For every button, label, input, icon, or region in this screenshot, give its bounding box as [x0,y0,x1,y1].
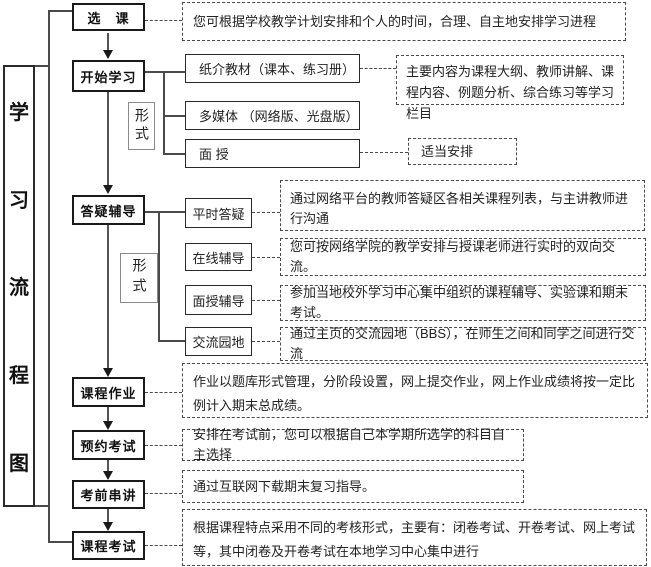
box-print-material: 纸介教材（课本、练习册） [185,54,360,83]
arrow-down-icon [103,421,113,430]
connector-qa-to-daily [145,211,185,213]
desc-text: 您可按网络学院的教学安排与授课老师进行实时的双向交流。 [290,239,616,274]
dashed-connector [145,392,182,393]
box-label: 平时答疑 [192,206,245,222]
desc-text: 适当安排 [421,143,474,159]
box-label: 纸介教材（课本、练习册） [199,62,356,77]
branch-forum [158,340,185,342]
desc-text: 作业以题库形式管理，分阶段设置，网上提交作业，网上作业成绩将按一定比例计入期末总… [193,374,636,413]
arrow-line [107,92,109,186]
title-top-connector [35,65,48,67]
box-face-tutoring: 面授辅导 [185,285,252,315]
step-label: 课程作业 [80,385,137,401]
format-label-box-study: 形式 [128,102,155,150]
step-label: 预约考试 [80,438,137,454]
arrow-line [107,460,109,472]
box-label: 面 授 [199,147,229,162]
arrow-down-icon [103,522,113,531]
diagram-title-vertical: 学 习 流 程 图 [3,65,35,507]
dashed-connector [360,68,396,69]
dashed-connector [145,493,182,494]
box-label: 多媒体 （网络版、光盘版） [199,109,359,124]
dashed-connector [252,212,280,213]
box-label: 面授辅导 [192,293,245,309]
desc-text: 根据课程特点采用不同的考核形式，主要有：闭卷考试、开卷考试、网上考试等，其中闭卷… [193,520,636,559]
dashed-connector [360,152,408,153]
format-label-vertical: 形式 [131,258,148,298]
step-label: 考前串讲 [80,488,137,503]
branch-face [163,153,185,155]
step-label: 课程考试 [80,539,137,554]
step-select-course: 选 课 [72,3,145,31]
desc-text: 参加当地校外学习中心集中组织的课程辅导、实验课和期末考试。 [290,285,629,320]
desc-text: 通过互联网下载期末复习指导。 [193,478,376,494]
desc-exchange-forum: 通过主页的交流园地（BBS），在师生之间和同学之间进行交流 [280,326,646,361]
arrow-down-icon [103,50,113,59]
box-exchange-forum: 交流园地 [185,327,252,356]
tutor-format-bus [158,211,160,341]
format-label-box-tutor: 形式 [120,253,158,303]
study-format-bus [163,71,165,154]
box-multimedia: 多媒体 （网络版、光盘版） [185,101,360,130]
format-label-vertical: 形式 [134,108,150,144]
arrow-line [107,407,109,422]
desc-pre-exam-review: 通过互联网下载期末复习指导。 [182,470,524,503]
title-bottom-connector [35,505,48,507]
desc-select-course: 您可根据学校教学计划安排和个人的时间，合理、自主地安排学习进程 [182,2,626,41]
step-course-exam: 课程考试 [72,531,145,560]
step-start-learning: 开始学习 [72,60,145,92]
step-course-homework: 课程作业 [72,377,145,407]
dashed-connector [145,545,182,546]
arrow-line [107,509,109,523]
arrow-line [107,33,109,51]
step-label: 开始学习 [80,69,137,85]
arrow-down-icon [103,471,113,480]
title-char: 程 [9,363,29,388]
desc-book-exam: 安排在考试前，您可以根据自己本学期所选学的科目自主选择 [182,427,524,462]
desc-text: 安排在考试前，您可以根据自己本学期所选学的科目自主选择 [193,427,506,462]
trunk-bottom-connector [48,541,72,543]
connector-start-to-print [145,71,185,73]
dashed-connector [145,445,182,446]
title-char: 流 [9,275,29,300]
desc-daily-qa: 通过网络平台的教师答疑区各相关课程列表，与主讲教师进行沟通 [280,180,645,231]
dashed-connector [252,341,280,342]
title-char: 习 [9,187,29,212]
box-daily-qa: 平时答疑 [185,198,252,228]
desc-online-tutoring: 您可按网络学院的教学安排与授课老师进行实时的双向交流。 [280,238,646,276]
desc-face-teaching: 适当安排 [408,138,517,165]
box-face-teaching: 面 授 [185,139,360,168]
step-label: 答疑辅导 [80,203,137,219]
desc-text: 主要内容为课程大纲、教师讲解、课程内容、例题分析、综合练习等学习栏目 [406,64,615,121]
step-pre-exam-review: 考前串讲 [72,480,145,509]
arrow-down-icon [103,185,113,194]
desc-face-tutoring: 参加当地校外学习中心集中组织的课程辅导、实验课和期末考试。 [280,285,646,321]
desc-text: 您可根据学校教学计划安排和个人的时间，合理、自主地安排学习进程 [193,13,597,29]
desc-print-material: 主要内容为课程大纲、教师讲解、课程内容、例题分析、综合练习等学习栏目 [396,55,624,121]
trunk-line [48,10,50,542]
arrow-line [107,225,109,369]
desc-text: 通过主页的交流园地（BBS），在师生之间和同学之间进行交流 [290,326,635,361]
box-online-tutoring: 在线辅导 [185,243,252,271]
step-book-exam: 预约考试 [72,430,145,460]
desc-course-homework: 作业以题库形式管理，分阶段设置，网上提交作业，网上作业成绩将按一定比例计入期末总… [182,363,648,418]
desc-course-exam: 根据课程特点采用不同的考核形式，主要有：闭卷考试、开卷考试、网上考试等，其中闭卷… [182,509,647,566]
dashed-connector [145,20,182,21]
step-qa-tutoring: 答疑辅导 [72,195,145,225]
step-label: 选 课 [87,10,130,26]
dashed-connector [252,257,280,258]
dashed-connector [252,300,280,301]
title-char: 图 [9,450,29,475]
box-label: 在线辅导 [192,250,245,266]
box-label: 交流园地 [192,335,245,350]
arrow-down-icon [103,368,113,377]
desc-text: 通过网络平台的教师答疑区各相关课程列表，与主讲教师进行沟通 [290,191,629,226]
title-char: 学 [9,100,29,125]
branch-multimedia [163,115,185,117]
trunk-top-connector [48,10,72,12]
